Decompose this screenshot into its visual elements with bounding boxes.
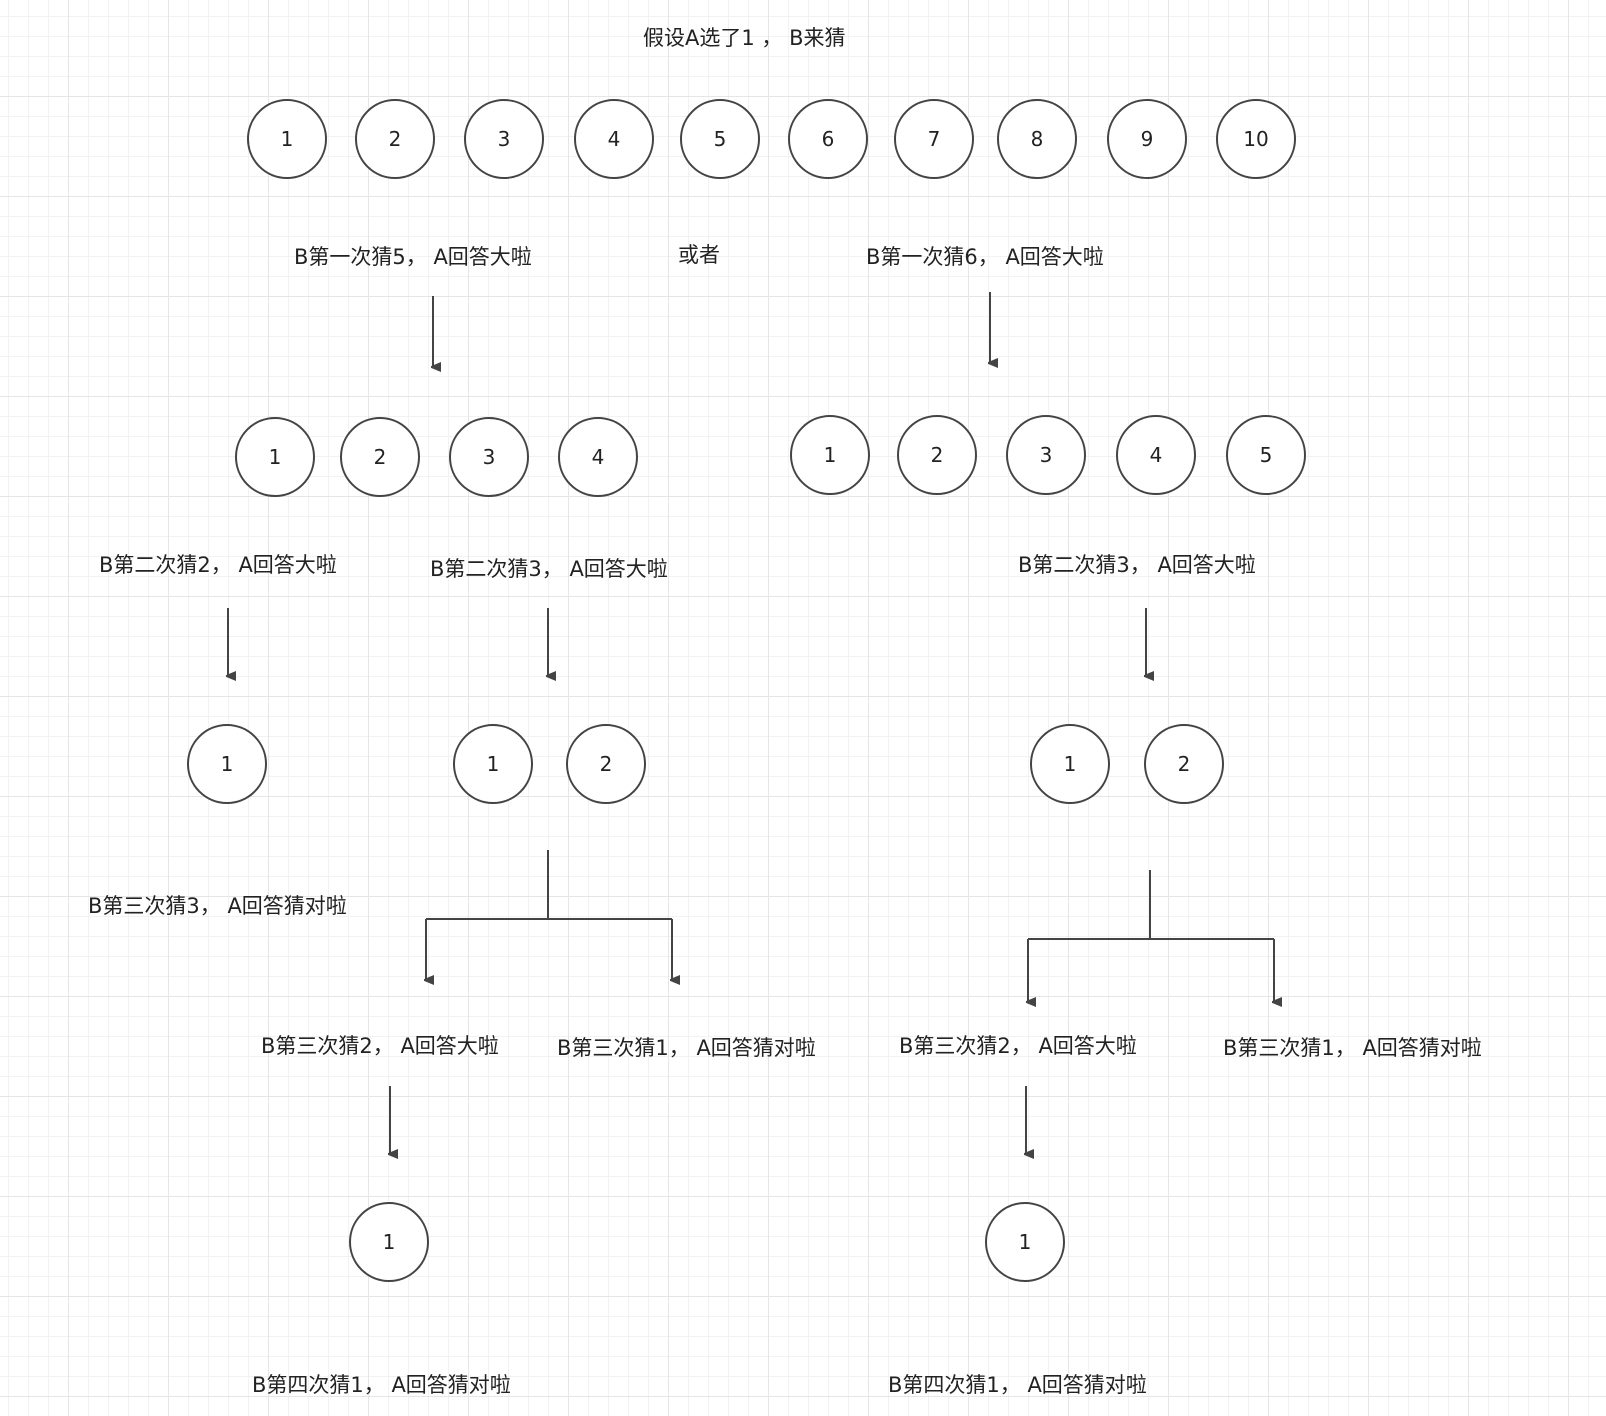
node-right-l2-1: 1: [790, 415, 870, 495]
label-third-guess-left-b2: B第三次猜1， A回答猜对啦: [557, 1036, 816, 1060]
node-left-l2-3: 3: [449, 417, 529, 497]
diagram-title: 假设A选了1 ， B来猜: [643, 26, 846, 50]
node-left-l3b-2: 2: [566, 724, 646, 804]
node-top-4: 4: [574, 99, 654, 179]
node-top-5: 5: [680, 99, 760, 179]
node-top-2: 2: [355, 99, 435, 179]
node-right-l4-1: 1: [985, 1202, 1065, 1282]
label-third-guess-right-2: B第三次猜1， A回答猜对啦: [1223, 1036, 1482, 1060]
node-left-l3b-1: 1: [453, 724, 533, 804]
label-or: 或者: [678, 243, 720, 267]
node-left-l2-2: 2: [340, 417, 420, 497]
node-left-l2-4: 4: [558, 417, 638, 497]
node-top-9: 9: [1107, 99, 1187, 179]
node-top-3: 3: [464, 99, 544, 179]
node-right-l3-1: 1: [1030, 724, 1110, 804]
label-fourth-guess-left: B第四次猜1， A回答猜对啦: [252, 1373, 511, 1397]
node-left-l4-1: 1: [349, 1202, 429, 1282]
node-top-7: 7: [894, 99, 974, 179]
label-fourth-guess-right: B第四次猜1， A回答猜对啦: [888, 1373, 1147, 1397]
node-top-1: 1: [247, 99, 327, 179]
node-right-l2-5: 5: [1226, 415, 1306, 495]
node-right-l2-3: 3: [1006, 415, 1086, 495]
node-right-l2-4: 4: [1116, 415, 1196, 495]
node-left-l2-1: 1: [235, 417, 315, 497]
label-second-guess-left-b: B第二次猜3， A回答大啦: [430, 557, 668, 581]
label-third-guess-right-1: B第三次猜2， A回答大啦: [899, 1034, 1137, 1058]
node-right-l3-2: 2: [1144, 724, 1224, 804]
node-right-l2-2: 2: [897, 415, 977, 495]
node-top-10: 10: [1216, 99, 1296, 179]
node-top-8: 8: [997, 99, 1077, 179]
node-left-l3a-1: 1: [187, 724, 267, 804]
label-first-guess-right: B第一次猜6， A回答大啦: [866, 245, 1104, 269]
label-second-guess-right: B第二次猜3， A回答大啦: [1018, 553, 1256, 577]
label-second-guess-left-a: B第二次猜2， A回答大啦: [99, 553, 337, 577]
label-third-guess-left-b1: B第三次猜2， A回答大啦: [261, 1034, 499, 1058]
node-top-6: 6: [788, 99, 868, 179]
label-third-guess-left-a: B第三次猜3， A回答猜对啦: [88, 894, 347, 918]
label-first-guess-left: B第一次猜5， A回答大啦: [294, 245, 532, 269]
